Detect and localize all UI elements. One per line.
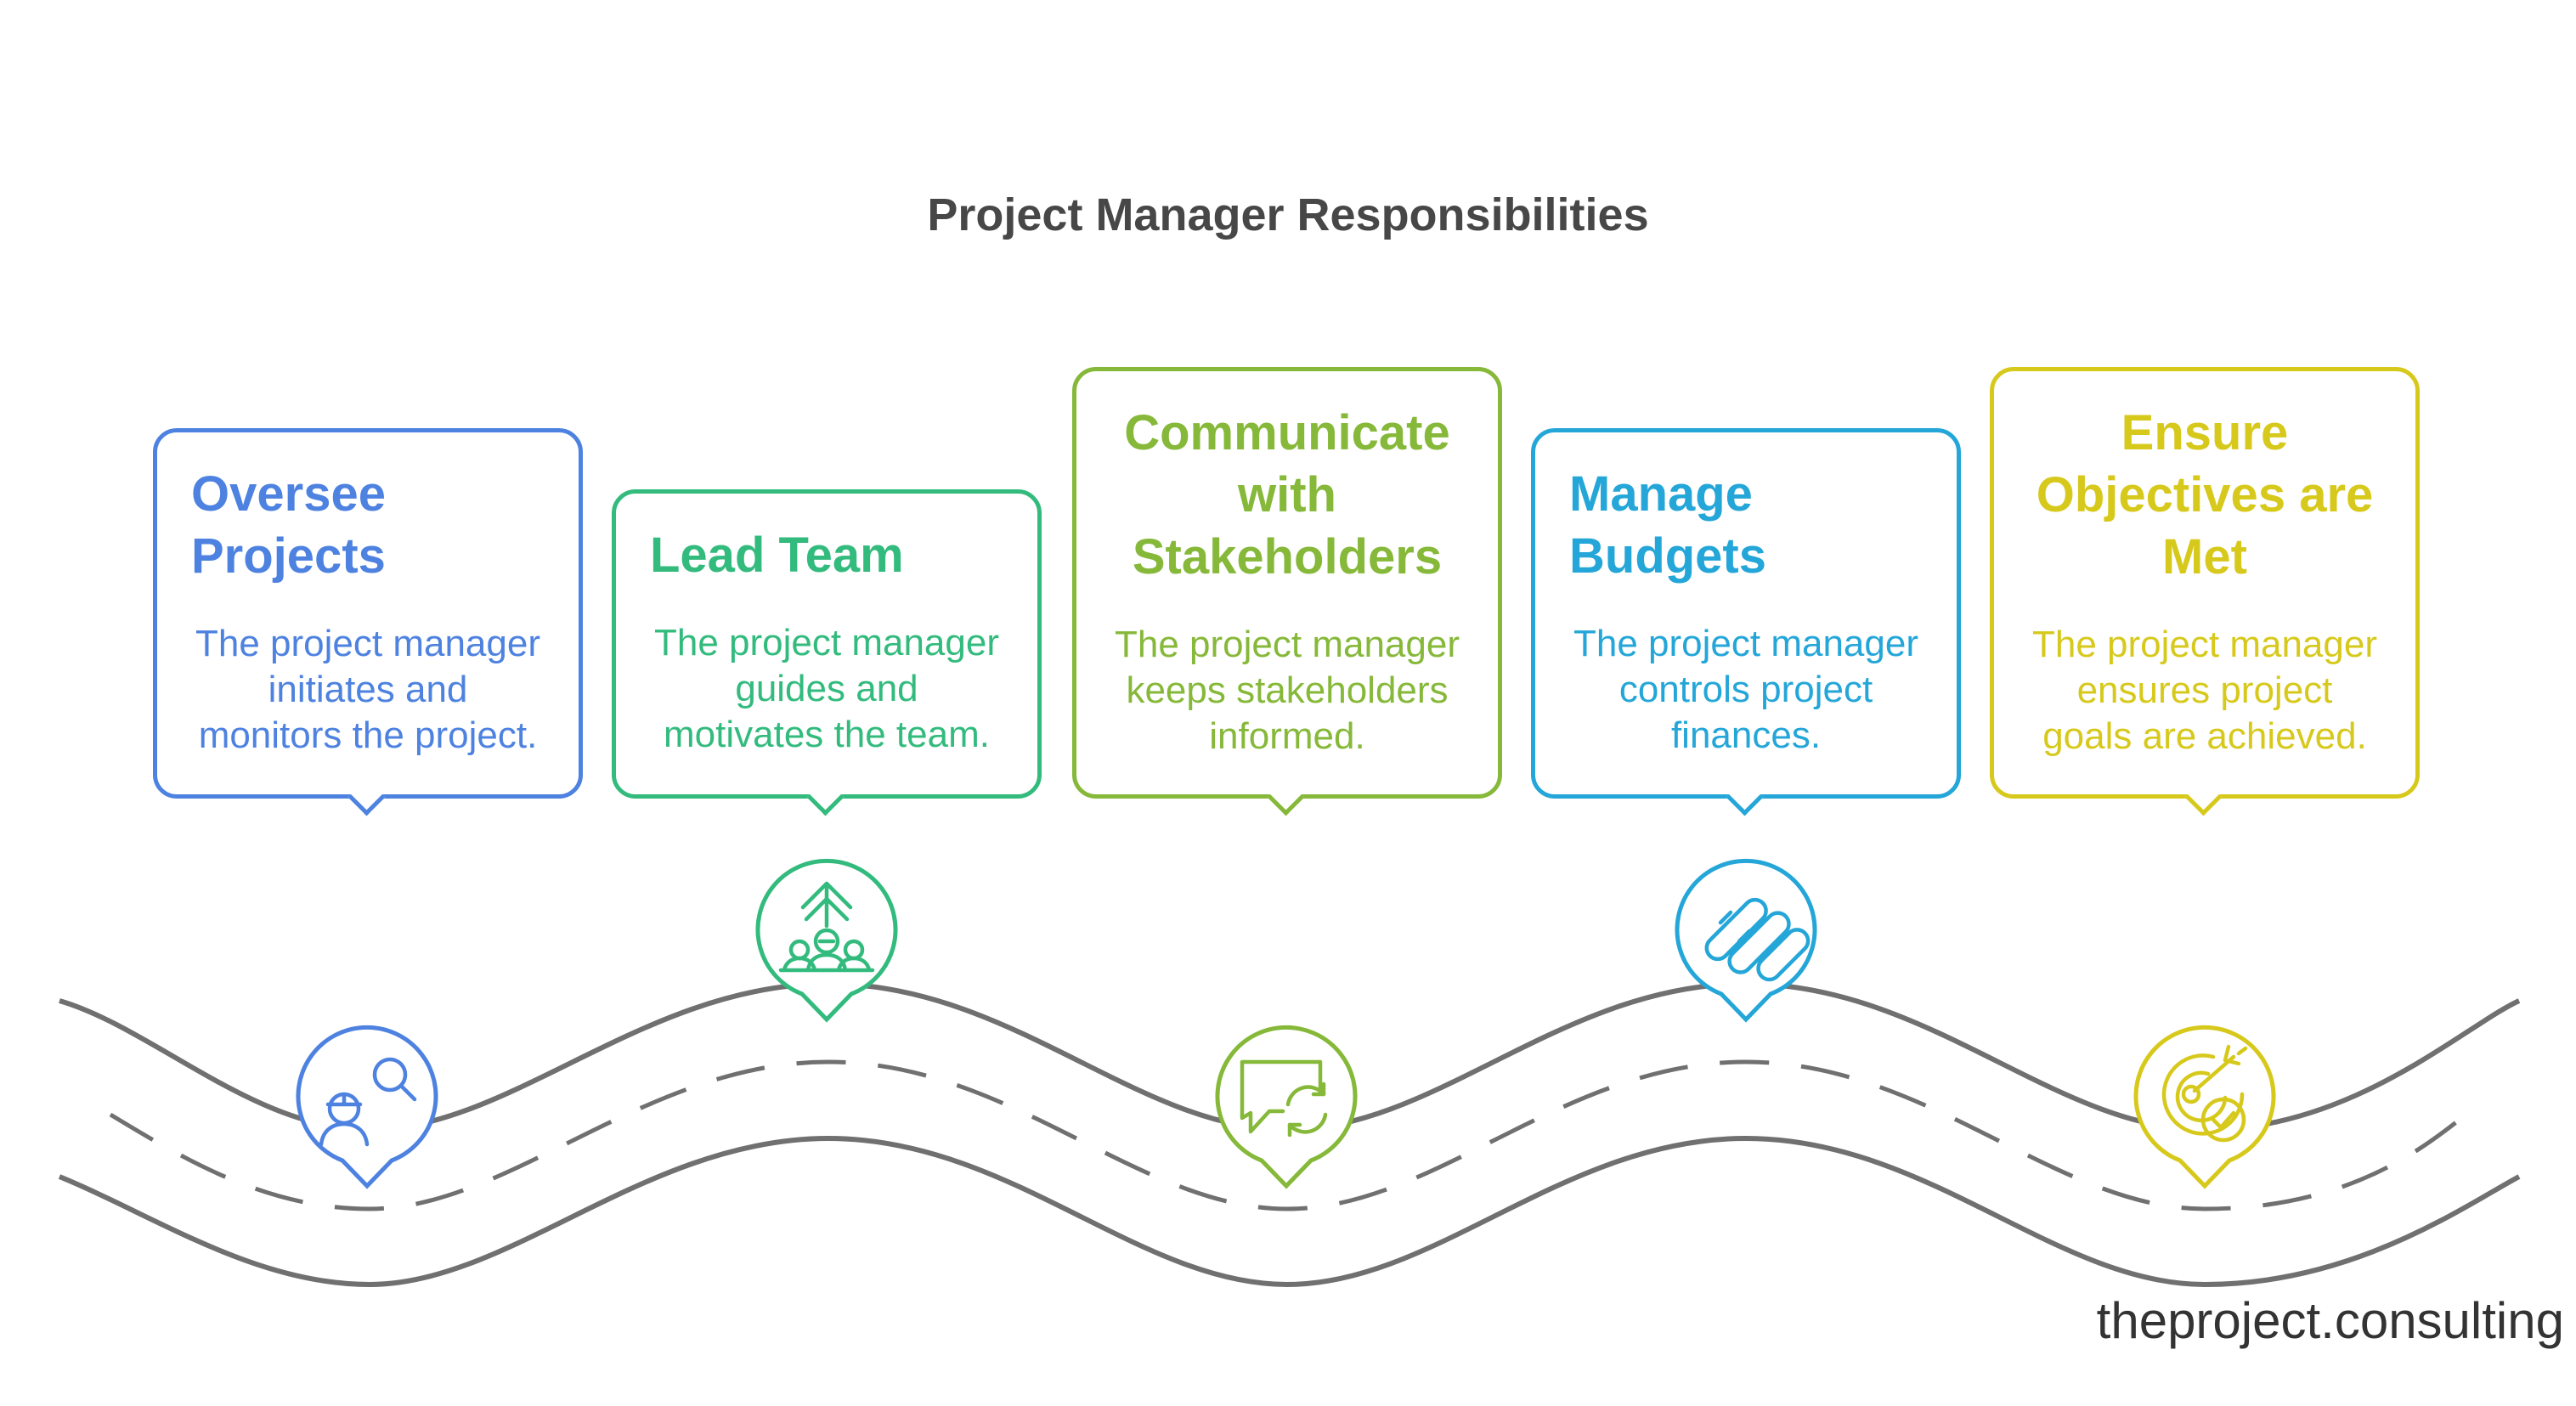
- pin-shape: [296, 1025, 438, 1189]
- card-lead-team: Lead Team The project manager guides and…: [612, 489, 1042, 816]
- marker-manage-budgets: [1675, 858, 1817, 1023]
- card-heading: Communicate with Stakeholders: [1124, 405, 1450, 584]
- chat-refresh-icon: [1240, 1059, 1328, 1138]
- page-title: Project Manager Responsibilities: [927, 189, 1649, 240]
- card-heading: Oversee Projects: [191, 466, 386, 584]
- marker-oversee-projects: [296, 1025, 438, 1189]
- pin-shape: [2133, 1025, 2276, 1189]
- target-check-icon: [2161, 1044, 2248, 1143]
- card-description: The project manager controls project fin…: [1573, 623, 1918, 756]
- marker-ensure-objectives: [2133, 1025, 2276, 1189]
- card-description: The project manager guides and motivates…: [654, 622, 999, 755]
- card-heading: Lead Team: [650, 528, 904, 583]
- card-oversee-projects: Oversee Projects The project manager ini…: [153, 428, 583, 816]
- road-bottom-edge: [58, 1135, 2521, 1288]
- pin-shape: [1215, 1025, 1358, 1189]
- inspector-search-icon: [319, 1057, 417, 1147]
- road-center-dashes: [109, 1059, 2470, 1211]
- marker-lead-team: [755, 858, 898, 1023]
- card-description: The project manager initiates and monito…: [195, 623, 540, 756]
- card-ensure-objectives-are-met: Ensure Objectives are Met The project ma…: [1990, 367, 2420, 816]
- card-communicate-with-stakeholders: Communicate with Stakeholders The projec…: [1072, 367, 1502, 816]
- budget-bars-icon: [1704, 897, 1811, 982]
- card-description: The project manager keeps stakeholders i…: [1115, 624, 1460, 757]
- team-growth-icon: [778, 881, 875, 973]
- watermark: theproject.consulting: [2096, 1292, 2564, 1349]
- card-heading: Manage Budgets: [1569, 466, 1766, 584]
- card-heading: Ensure Objectives are Met: [2036, 405, 2374, 584]
- marker-communicate: [1215, 1025, 1358, 1189]
- card-manage-budgets: Manage Budgets The project manager contr…: [1531, 428, 1961, 816]
- card-description: The project manager ensures project goal…: [2032, 624, 2377, 757]
